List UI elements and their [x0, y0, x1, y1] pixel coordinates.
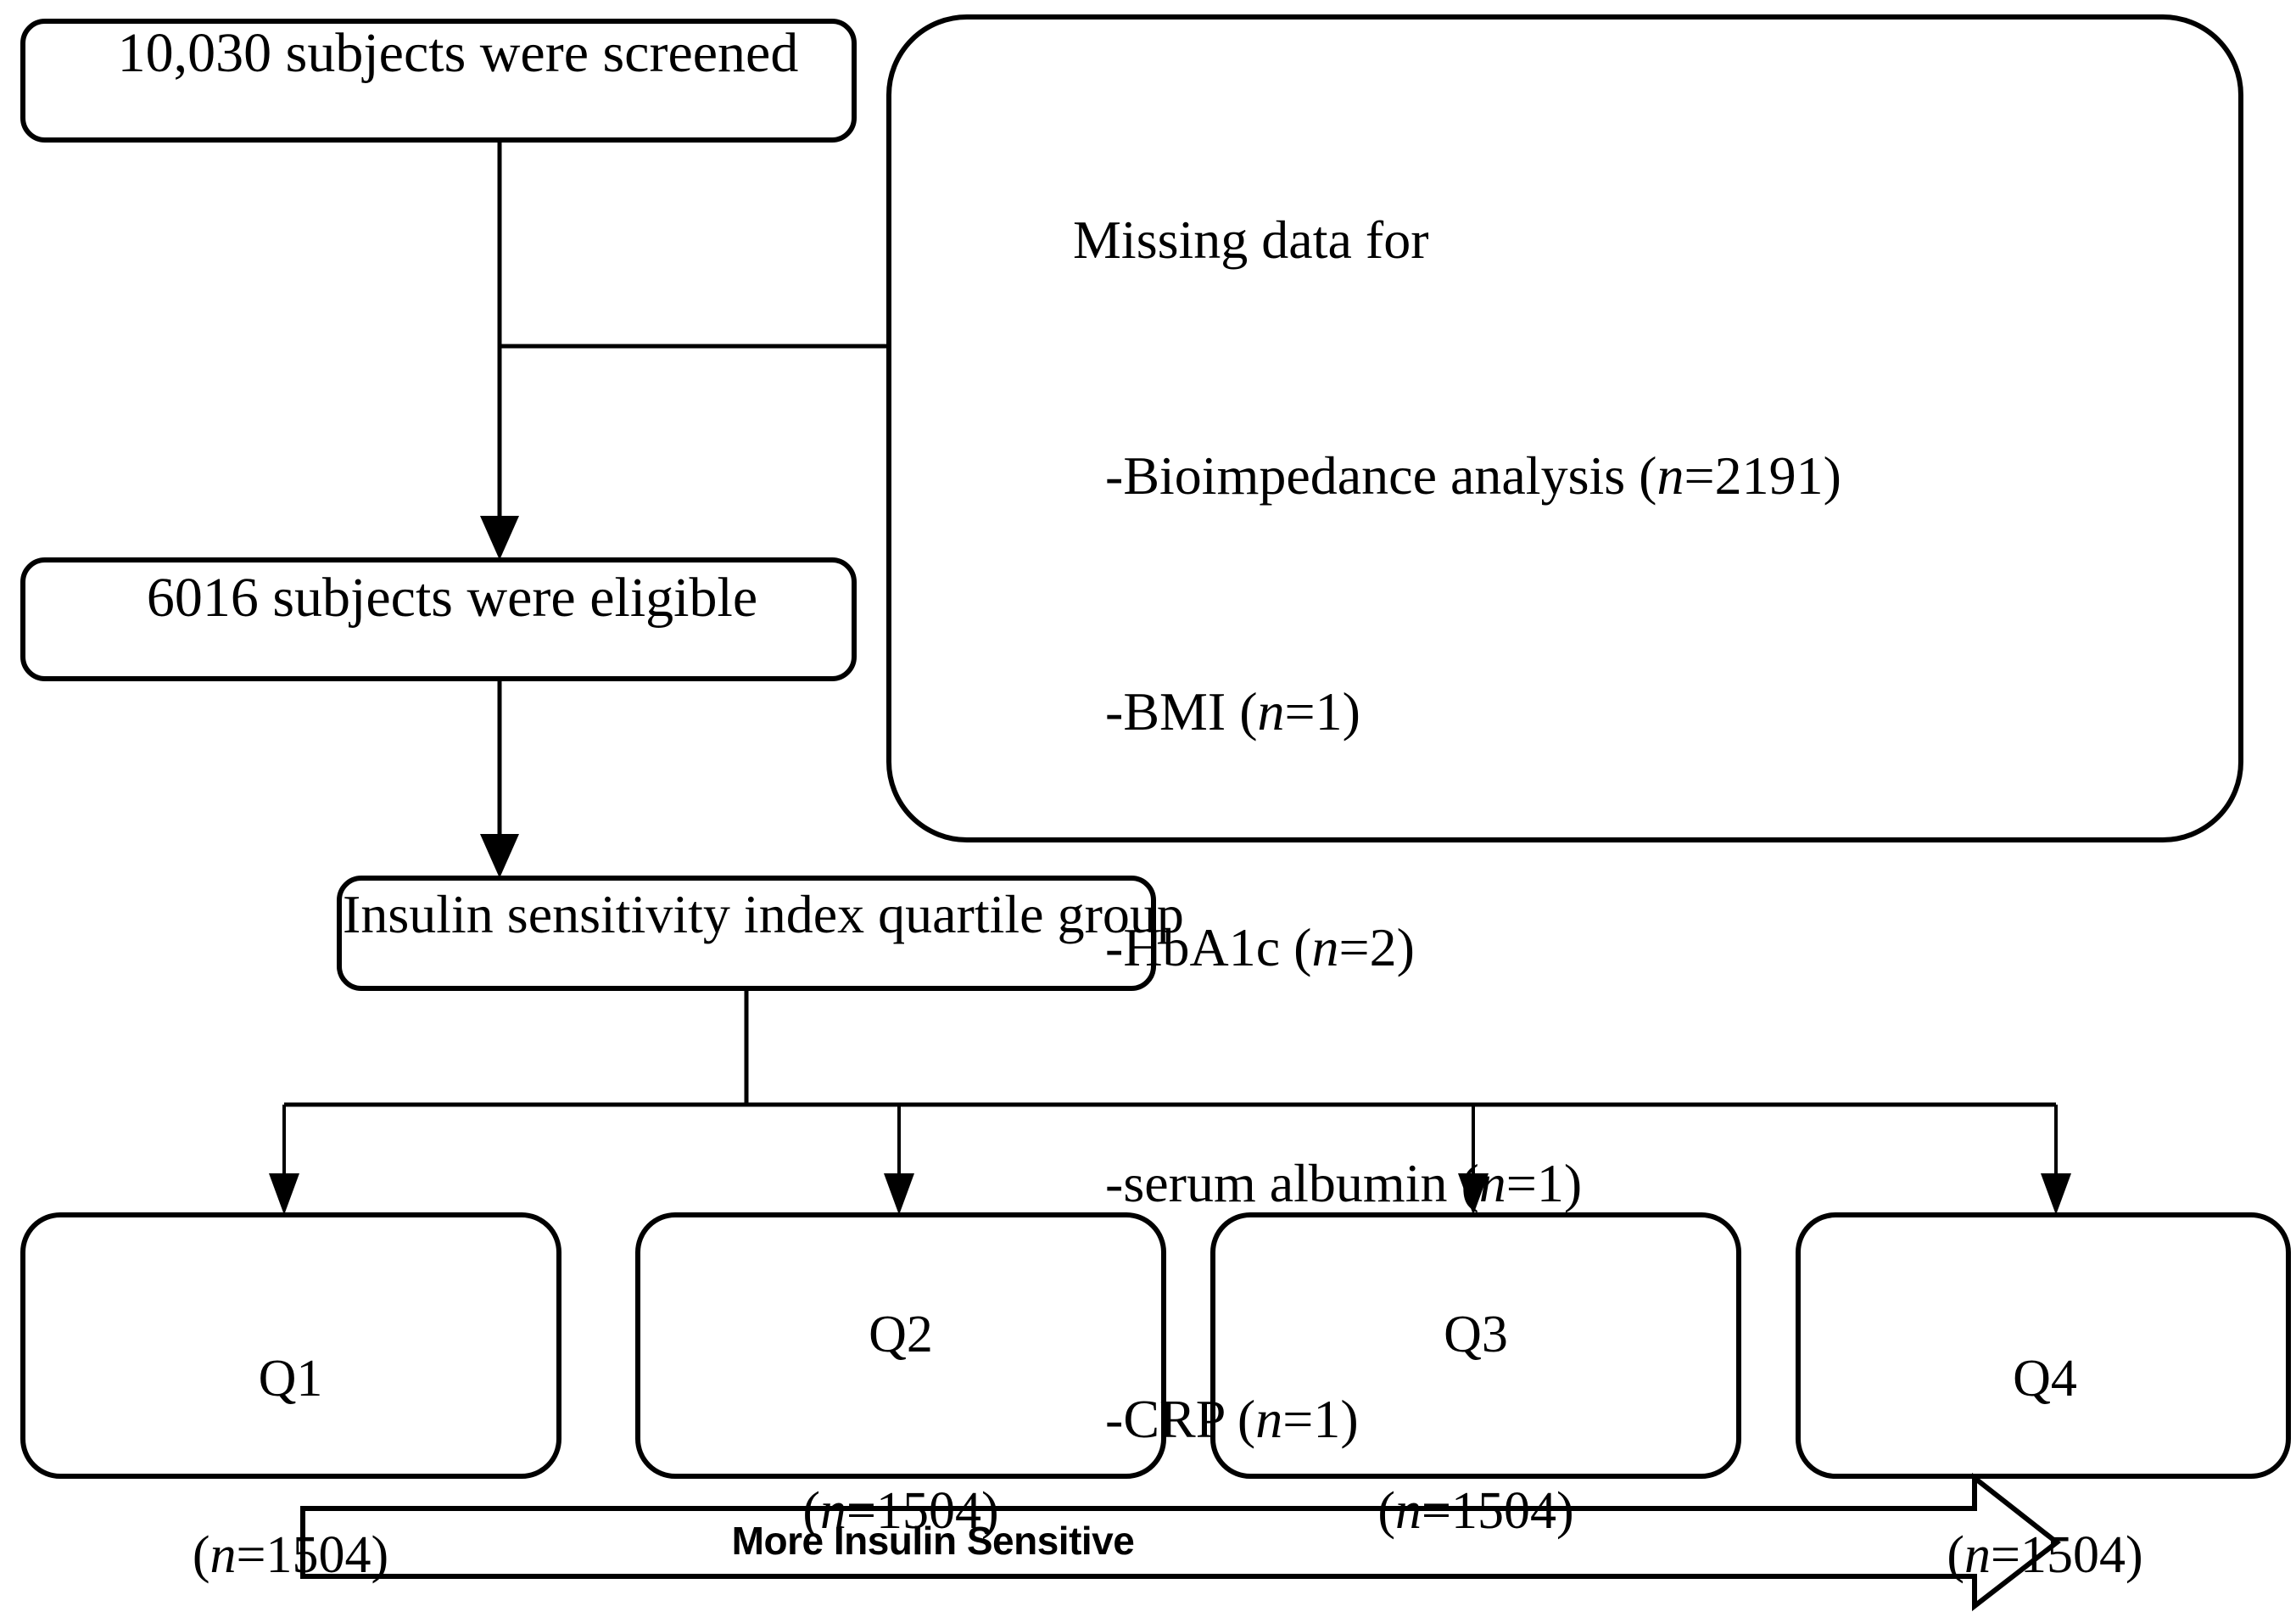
n-symbol: n: [1395, 1482, 1422, 1541]
q3-name: Q3: [1444, 1305, 1508, 1363]
paren-open: (: [1947, 1526, 1965, 1585]
n-symbol: n: [1478, 1153, 1506, 1213]
n-value: =1504): [1422, 1482, 1574, 1541]
arrowhead-q4: [2041, 1173, 2071, 1215]
arrowhead-q1: [269, 1173, 299, 1215]
node-screened-label: 10,030 subjects were screened: [117, 22, 799, 84]
node-exclusions-box: [886, 14, 2243, 842]
q1-count: (n=1504): [21, 1526, 560, 1585]
arrowhead-to-quartile: [480, 834, 519, 878]
arrowhead-q2: [884, 1173, 914, 1215]
more-insulin-sensitive-label: More Insulin Sensitive: [731, 1519, 1135, 1563]
q1-name: Q1: [258, 1349, 323, 1408]
exclusion-item-bioimpedance: -Bioimpedance analysis (n=2191): [1073, 439, 2260, 512]
n-value: =1504): [236, 1526, 389, 1585]
paren-open: (: [1377, 1482, 1396, 1541]
q4-name: Q4: [2013, 1349, 2077, 1408]
n-value: =1): [1506, 1153, 1583, 1213]
n-symbol: n: [209, 1526, 237, 1585]
arrowhead-to-eligible: [480, 516, 519, 560]
n-symbol: n: [1964, 1526, 1992, 1585]
n-symbol: n: [1311, 917, 1339, 977]
node-q3-label: Q3 (n=1504) ISI 9.556 to 14.028: [1213, 1188, 1739, 1623]
exclusion-heading: Missing data for: [1073, 210, 1429, 270]
node-q1-box: [20, 1212, 561, 1479]
n-symbol: n: [1257, 681, 1285, 742]
n-value: =1): [1284, 681, 1360, 742]
exclusion-item-text: -CRP (: [1105, 1389, 1256, 1449]
n-symbol: n: [820, 1482, 847, 1541]
node-q1-label: Q1 (n=1504) ISI <6.668: [21, 1232, 560, 1623]
paren-open: (: [192, 1526, 210, 1585]
paren-open: (: [802, 1482, 821, 1541]
exclusion-item-text: -BMI (: [1105, 681, 1258, 742]
q2-count: (n=1504): [638, 1482, 1164, 1541]
n-symbol: n: [1255, 1389, 1283, 1449]
node-q4-label: Q4 (n=1504) ISI≥14.029: [1800, 1232, 2290, 1623]
node-q2-label: Q2 (n=1504) ISI 6.669 to 9.555: [638, 1188, 1164, 1623]
n-value: =1504): [846, 1482, 999, 1541]
n-value: =1): [1282, 1389, 1359, 1449]
exclusion-item-bmi: -BMI (n=1): [1073, 675, 2260, 748]
more-insulin-sensitive-arrow: [300, 1472, 2061, 1612]
exclusion-list: Missing data for -Bioimpedance analysis …: [1073, 95, 2260, 1623]
arrowhead-q3: [1458, 1173, 1489, 1215]
exclusion-item-hba1c: -HbA1c (n=2): [1073, 911, 2260, 984]
node-quartile-group-label: Insulin sensitivity index quartile group: [343, 884, 1184, 944]
node-eligible-box: [20, 557, 857, 681]
node-q2-box: [635, 1212, 1166, 1479]
exclusion-item-text: -serum albumin (: [1105, 1153, 1479, 1213]
n-symbol: n: [1656, 445, 1684, 506]
exclusion-item-text: -Bioimpedance analysis (: [1105, 445, 1657, 506]
n-value: =2): [1338, 917, 1415, 977]
node-eligible-label: 6016 subjects were eligible: [146, 567, 758, 629]
node-q4-box: [1796, 1212, 2291, 1479]
node-screened-box: [20, 19, 857, 143]
exclusion-item-crp: -CRP (n=1): [1073, 1383, 2260, 1456]
q3-count: (n=1504): [1213, 1482, 1739, 1541]
exclusion-item-serum-albumin: -serum albumin (n=1): [1073, 1147, 2260, 1220]
q4-count: (n=1504): [1800, 1526, 2290, 1585]
n-value: =2191): [1684, 445, 1841, 506]
n-value: =1504): [1991, 1526, 2143, 1585]
node-q3-box: [1210, 1212, 1741, 1479]
q2-name: Q2: [869, 1305, 933, 1363]
exclusion-item-text: -HbA1c (: [1105, 917, 1312, 977]
